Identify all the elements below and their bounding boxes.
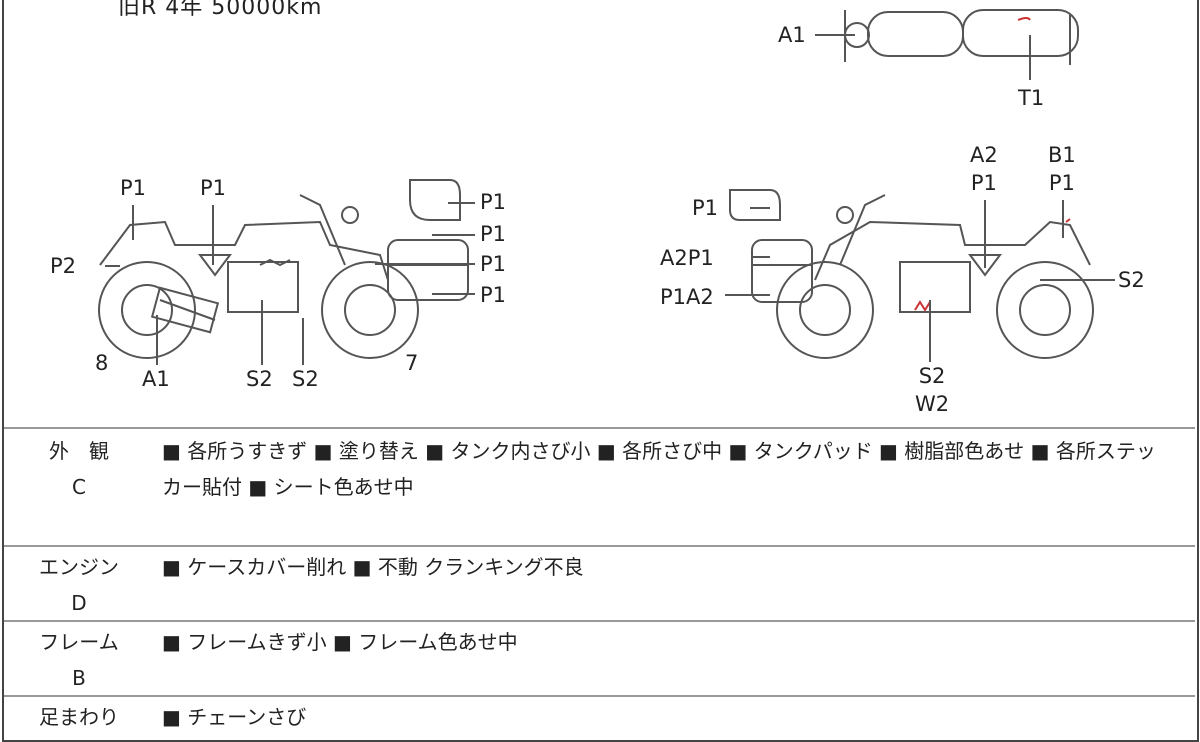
section-notes: ■ チェーンさび <box>162 705 307 729</box>
damage-label: P1 <box>480 190 507 214</box>
damage-label: P1 <box>692 196 719 220</box>
motorcycle-diagrams <box>98 9 1115 365</box>
label-stack-a2-p1: A2 P1 <box>970 145 998 194</box>
damage-label: P1 <box>200 176 227 200</box>
damage-label: B1 <box>1048 143 1076 167</box>
damage-label: P1 <box>480 222 507 246</box>
section-grade: B <box>72 666 86 690</box>
damage-label: S2 <box>918 364 946 388</box>
model-info: 旧R 4年 50000km <box>118 0 323 20</box>
damage-label: P1 <box>970 171 997 195</box>
damage-label: A2P1 <box>660 246 714 270</box>
section-name: エンジン <box>39 555 119 579</box>
damage-label: P2 <box>50 254 77 278</box>
section-frame: フレーム B ■ フレームきず小 ■ フレーム色あせ中 <box>4 620 1195 697</box>
damage-label: P1 <box>480 252 507 276</box>
right-side-bike <box>725 189 1115 362</box>
damage-label: 8 <box>95 351 109 375</box>
section-notes: ■ 各所うすきず ■ 塗り替え ■ タンク内さび小 ■ 各所さび中 ■ タンクパ… <box>162 439 1156 499</box>
section-grade: C <box>72 475 86 499</box>
damage-label: P1 <box>120 176 147 200</box>
damage-label: 7 <box>405 351 419 375</box>
damage-label: P1 <box>1048 171 1075 195</box>
damage-label: S2 <box>292 367 319 391</box>
top-view-bike <box>815 9 1079 80</box>
section-name: フレーム <box>39 630 119 654</box>
damage-label: P1A2 <box>660 285 714 309</box>
damage-label: P1 <box>480 283 507 307</box>
section-name: 足まわり <box>39 705 119 729</box>
section-notes: ■ ケースカバー削れ ■ 不動 クランキング不良 <box>162 555 584 579</box>
section-engine: エンジン D ■ ケースカバー削れ ■ 不動 クランキング不良 <box>4 545 1195 622</box>
section-grade: D <box>71 591 87 615</box>
damage-label: T1 <box>1018 86 1045 110</box>
section-name: 外 観 <box>49 439 109 463</box>
left-side-bike <box>98 179 475 365</box>
section-suspension: 足まわり ■ チェーンさび <box>4 695 1195 737</box>
label-stack-s2-w2: S2 W2 <box>915 366 949 415</box>
damage-label: A2 <box>970 143 998 167</box>
label-stack-b1-p1: B1 P1 <box>1048 145 1076 194</box>
damage-label: S2 <box>1118 268 1145 292</box>
damage-label: W2 <box>915 392 950 416</box>
damage-label: S2 <box>246 367 273 391</box>
damage-label: A1 <box>778 23 806 47</box>
section-exterior: 外 観 C ■ 各所うすきず ■ 塗り替え ■ タンク内さび小 ■ 各所さび中 ■… <box>4 427 1195 547</box>
damage-label: A1 <box>142 367 170 391</box>
section-notes: ■ フレームきず小 ■ フレーム色あせ中 <box>162 630 518 654</box>
